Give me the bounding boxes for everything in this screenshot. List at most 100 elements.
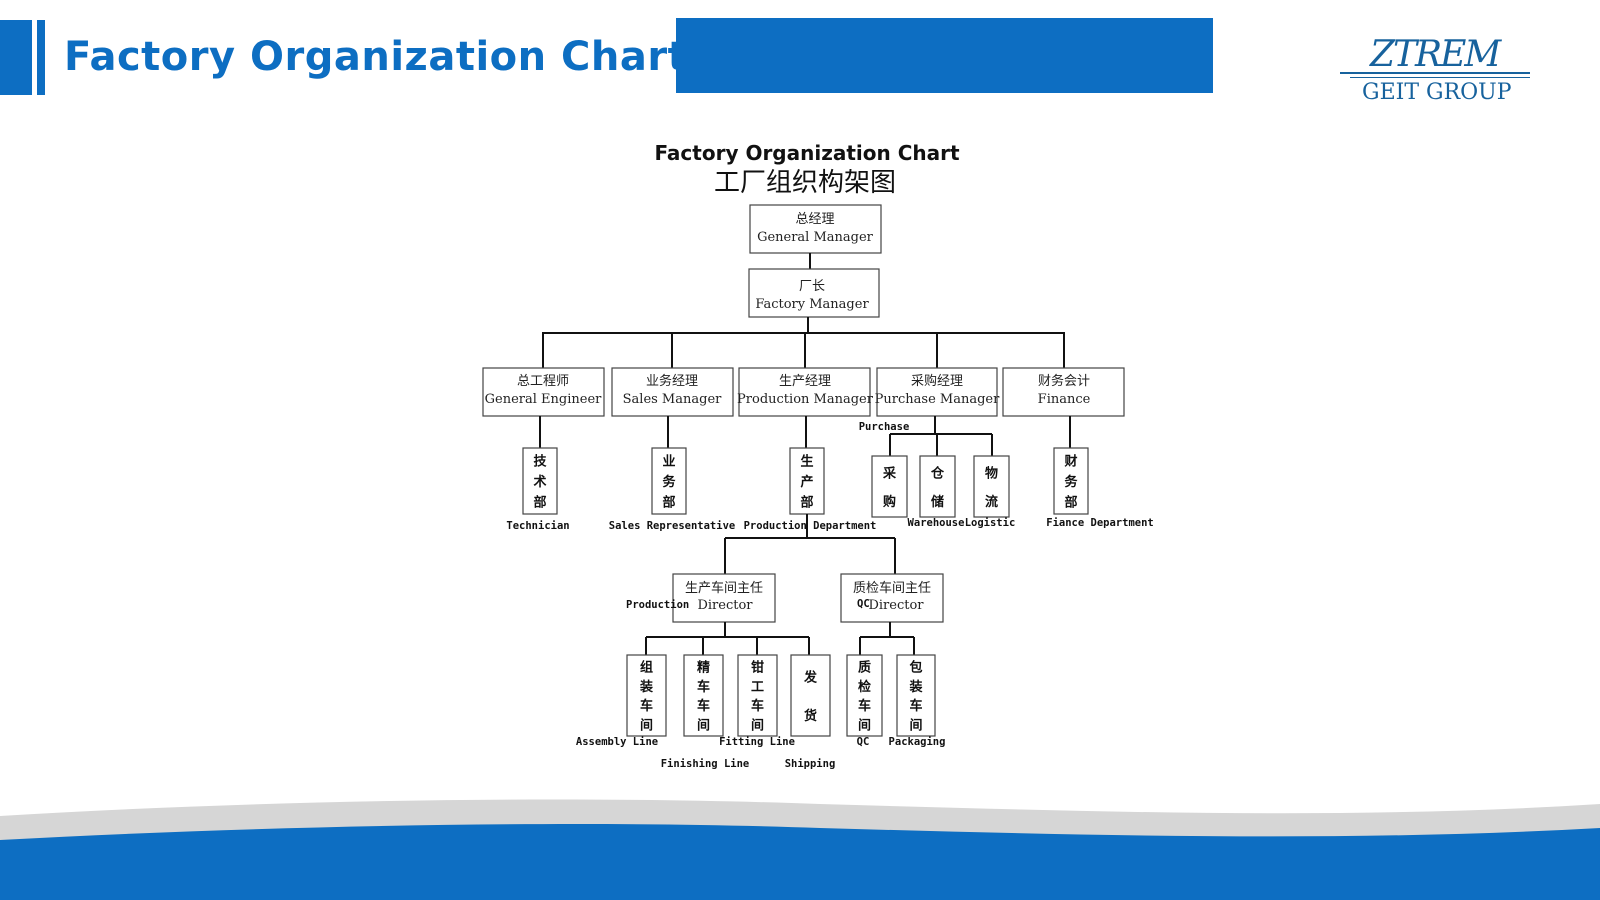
workshop-1 bbox=[683, 654, 724, 737]
workshop-4-char: 质 bbox=[858, 660, 871, 676]
header-accent-bar bbox=[0, 20, 32, 95]
logo-underline-thin bbox=[1350, 77, 1530, 78]
logo-text: GEIT GROUP bbox=[1362, 80, 1512, 105]
workshop-5-char: 装 bbox=[908, 679, 922, 695]
logo-mark: ZTREM bbox=[1370, 34, 1501, 75]
workshop-2-char: 钳 bbox=[751, 660, 764, 676]
general-manager-box bbox=[749, 204, 882, 254]
workshop-0 bbox=[626, 654, 667, 737]
workshop-label-fitting: Fitting Line bbox=[719, 736, 795, 748]
dept-technician-char: 技 bbox=[533, 453, 547, 469]
manager-cn-2: 生产经理 bbox=[779, 374, 831, 389]
header-accent-stripe bbox=[37, 20, 45, 95]
workshop-0-char: 间 bbox=[640, 717, 653, 733]
director-cn-qc: 质检车间主任 bbox=[853, 580, 931, 596]
dept-finance-char: 务 bbox=[1064, 474, 1078, 490]
workshop-label-packaging: Packaging bbox=[889, 736, 946, 748]
factory-manager-en: Factory Manager bbox=[755, 297, 869, 312]
director-en-production: Director bbox=[697, 598, 753, 613]
manager-box-4 bbox=[1002, 367, 1125, 417]
diagram-title-cn: 工厂组织构架图 bbox=[714, 168, 896, 198]
workshop-label-shipping: Shipping bbox=[785, 758, 836, 770]
manager-box-3 bbox=[876, 367, 998, 417]
workshop-5-char: 包 bbox=[909, 660, 922, 676]
general-manager-en: General Manager bbox=[757, 230, 874, 245]
dept-logistic-char: 流 bbox=[985, 494, 998, 510]
workshop-0-char: 组 bbox=[640, 660, 653, 676]
workshop-4-char: 车 bbox=[858, 698, 871, 714]
dept-label-sales: Sales Representative bbox=[609, 520, 735, 532]
manager-cn-0: 总工程师 bbox=[517, 374, 569, 389]
manager-box-1 bbox=[611, 367, 734, 417]
workshop-1-char: 车 bbox=[697, 679, 710, 695]
workshop-3-char: 货 bbox=[804, 708, 817, 724]
dept-production-char: 部 bbox=[800, 495, 813, 511]
footer-wave bbox=[0, 799, 1600, 900]
dept-warehouse bbox=[919, 455, 956, 518]
workshop-5 bbox=[896, 654, 936, 737]
company-logo: ZTREM GEIT GROUP bbox=[1340, 34, 1530, 108]
workshop-5-char: 间 bbox=[909, 717, 922, 733]
dept-sales-char: 业 bbox=[662, 453, 675, 469]
dept-production-char: 产 bbox=[800, 474, 813, 490]
director-en-qc: Director bbox=[868, 598, 924, 613]
header-banner-bar bbox=[676, 18, 1213, 93]
director-box-production bbox=[672, 573, 776, 623]
manager-en-1: Sales Manager bbox=[623, 392, 723, 407]
dept-technician-char: 术 bbox=[532, 474, 546, 490]
workshop-1-char: 车 bbox=[697, 698, 710, 714]
factory-manager-cn: 厂长 bbox=[799, 279, 825, 294]
workshop-2-char: 间 bbox=[751, 717, 764, 733]
dept-sales bbox=[651, 447, 687, 515]
workshop-3-char: 发 bbox=[803, 669, 818, 685]
diagram-title-en: Factory Organization Chart bbox=[654, 141, 960, 165]
workshop-0-char: 装 bbox=[639, 679, 653, 695]
manager-box-0 bbox=[482, 367, 605, 417]
dept-label-logistic: Logistic bbox=[965, 517, 1016, 529]
director-prefix-qc: QC bbox=[857, 598, 870, 610]
dept-technician bbox=[522, 447, 558, 515]
workshop-label-finishing: Finishing Line bbox=[661, 758, 750, 770]
workshop-3 bbox=[790, 654, 831, 737]
dept-label-finance: Fiance Department bbox=[1046, 517, 1153, 529]
general-manager-cn: 总经理 bbox=[795, 212, 834, 227]
workshop-label-assembly: Assembly Line bbox=[576, 736, 658, 748]
workshop-1-char: 间 bbox=[697, 717, 710, 733]
dept-technician-char: 部 bbox=[533, 495, 546, 511]
workshop-label-qc: QC bbox=[857, 736, 870, 748]
dept-warehouse-char: 仓 bbox=[930, 465, 945, 481]
workshop-0-char: 车 bbox=[640, 698, 653, 714]
director-prefix-production: Production bbox=[626, 599, 689, 611]
dept-purchasing bbox=[871, 455, 908, 518]
workshop-4 bbox=[846, 654, 883, 737]
dept-label-warehouse: Warehouse bbox=[908, 517, 965, 529]
workshop-4-char: 间 bbox=[858, 717, 871, 733]
factory-manager-box bbox=[748, 268, 880, 318]
page-title: Factory Organization Chart bbox=[64, 34, 688, 80]
director-cn-production: 生产车间主任 bbox=[685, 580, 763, 596]
dept-purchasing-char: 采 bbox=[882, 465, 897, 481]
workshop-2-char: 工 bbox=[751, 680, 764, 695]
dept-purchasing-char: 购 bbox=[883, 494, 896, 510]
dept-finance-char: 部 bbox=[1064, 495, 1077, 511]
logo-underline bbox=[1340, 72, 1530, 74]
manager-cn-3: 采购经理 bbox=[911, 373, 963, 389]
dept-finance-char: 财 bbox=[1064, 453, 1077, 469]
dept-logistic-char: 物 bbox=[985, 465, 998, 481]
workshop-1-char: 精 bbox=[697, 660, 710, 676]
workshop-2 bbox=[737, 654, 778, 737]
manager-en-0: General Engineer bbox=[485, 392, 603, 407]
dept-sales-char: 部 bbox=[662, 495, 675, 511]
workshop-2-char: 车 bbox=[751, 698, 764, 714]
manager-en-2: Production Manager bbox=[737, 392, 874, 407]
manager-box-2 bbox=[738, 367, 871, 417]
dept-warehouse-char: 储 bbox=[930, 494, 944, 510]
manager-cn-4: 财务会计 bbox=[1038, 373, 1090, 389]
manager-en-4: Finance bbox=[1038, 392, 1091, 407]
purchase-label: Purchase bbox=[859, 421, 910, 433]
manager-cn-1: 业务经理 bbox=[646, 373, 698, 389]
director-box-qc bbox=[840, 573, 944, 623]
dept-finance bbox=[1053, 447, 1089, 515]
dept-label-production: Production Department bbox=[744, 520, 877, 532]
